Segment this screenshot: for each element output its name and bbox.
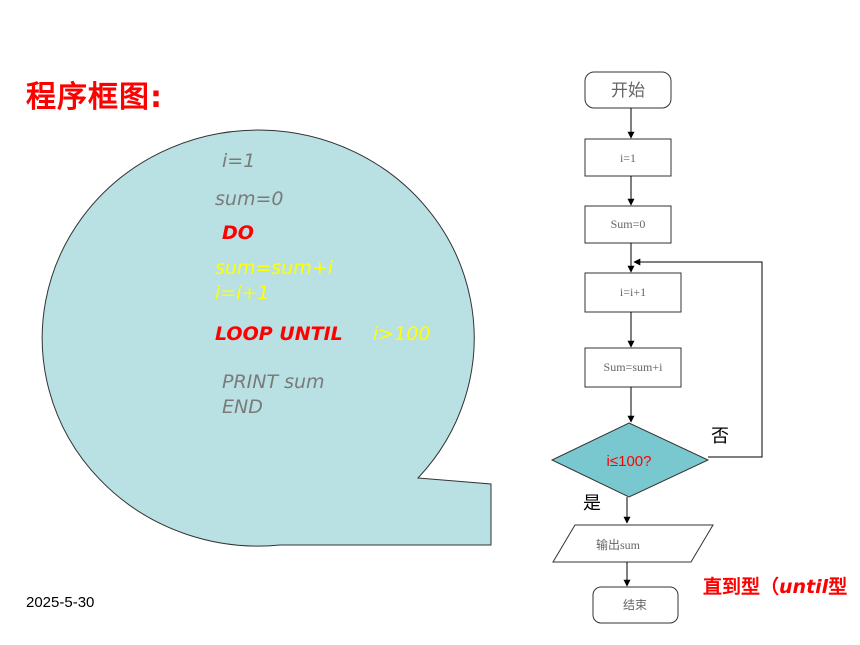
flow-output-label: 输出sum xyxy=(596,537,641,552)
flow-increment-node xyxy=(584,272,682,313)
flow-end-label: 结束 xyxy=(623,598,647,612)
flow-init-i-label: i=1 xyxy=(620,151,636,165)
flow-no-label: 否 xyxy=(711,426,729,447)
flow-output-node xyxy=(552,524,714,563)
flow-accumulate-node xyxy=(584,347,682,388)
flow-accumulate-label: Sum=sum+i xyxy=(604,360,664,374)
code-line-end: END xyxy=(222,396,263,418)
flow-decision-label: i≤100? xyxy=(607,453,652,470)
code-line-print: PRINT sum xyxy=(222,371,325,393)
code-line-condition: i>100 xyxy=(373,323,431,345)
flow-start-node xyxy=(584,71,672,109)
slide-title: 程序框图: xyxy=(26,80,163,115)
flow-end-node xyxy=(592,586,679,624)
loop-type-note-prefix: 直到型（ xyxy=(703,576,780,598)
loop-type-note-until: until xyxy=(779,576,829,598)
code-line-i-init: i=1 xyxy=(222,150,256,172)
code-line-do: DO xyxy=(222,222,254,244)
loop-type-note-suffix: 型 xyxy=(828,576,848,598)
loop-type-note: 直到型（until型 xyxy=(703,572,847,599)
flow-yes-label: 是 xyxy=(583,493,601,514)
flow-decision-node xyxy=(550,422,710,498)
code-line-loop-until: LOOP UNTIL xyxy=(215,323,343,345)
code-line-sum-init: sum=0 xyxy=(215,188,284,210)
flow-init-i-node xyxy=(584,138,672,177)
flow-increment-label: i=i+1 xyxy=(620,285,646,299)
code-line-sum-update: sum=sum+i xyxy=(215,257,334,279)
flow-init-sum-label: Sum=0 xyxy=(611,217,646,231)
code-line-i-update: i=i+1 xyxy=(215,282,270,304)
flow-init-sum-node xyxy=(584,205,672,244)
flow-start-label: 开始 xyxy=(611,81,645,100)
slide-date: 2025-5-30 xyxy=(26,594,95,611)
